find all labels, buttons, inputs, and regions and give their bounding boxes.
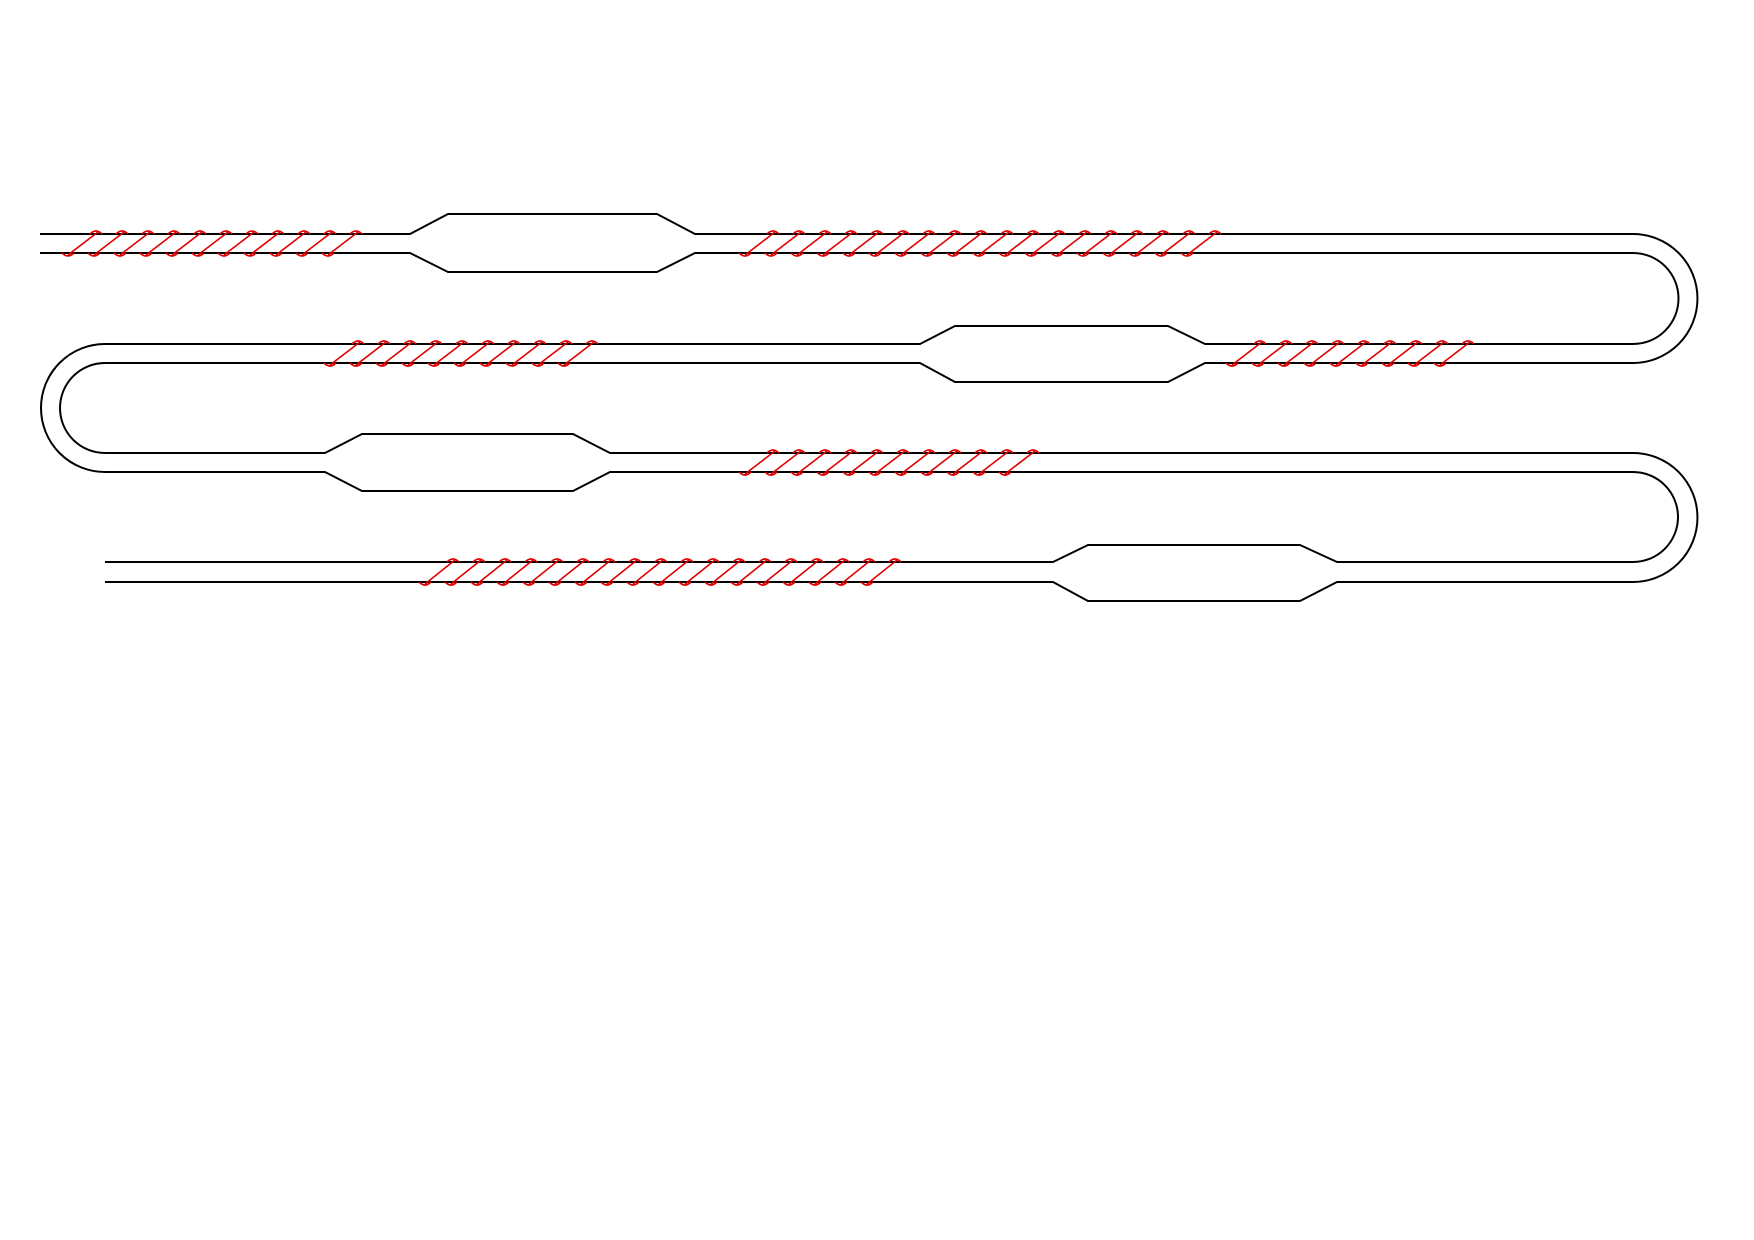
hatch-strokes — [323, 340, 599, 367]
hatch-run1-a — [61, 230, 363, 257]
channel-outer-wall — [40, 213, 1699, 602]
hatch-strokes — [1225, 340, 1475, 367]
hatch-strokes — [61, 230, 363, 257]
hatch-strokes — [418, 558, 902, 586]
hatch-run2-a — [323, 340, 599, 367]
hatched-segments — [61, 230, 1475, 586]
hatch-run1-b — [738, 230, 1222, 257]
channel-inner-wall — [40, 252, 1680, 563]
hatch-strokes — [738, 449, 1040, 476]
hatch-run4 — [418, 558, 902, 586]
hatch-run2-b — [1225, 340, 1475, 367]
channel-outline — [40, 213, 1699, 602]
hatch-strokes — [738, 230, 1222, 257]
hatch-run3 — [738, 449, 1040, 476]
